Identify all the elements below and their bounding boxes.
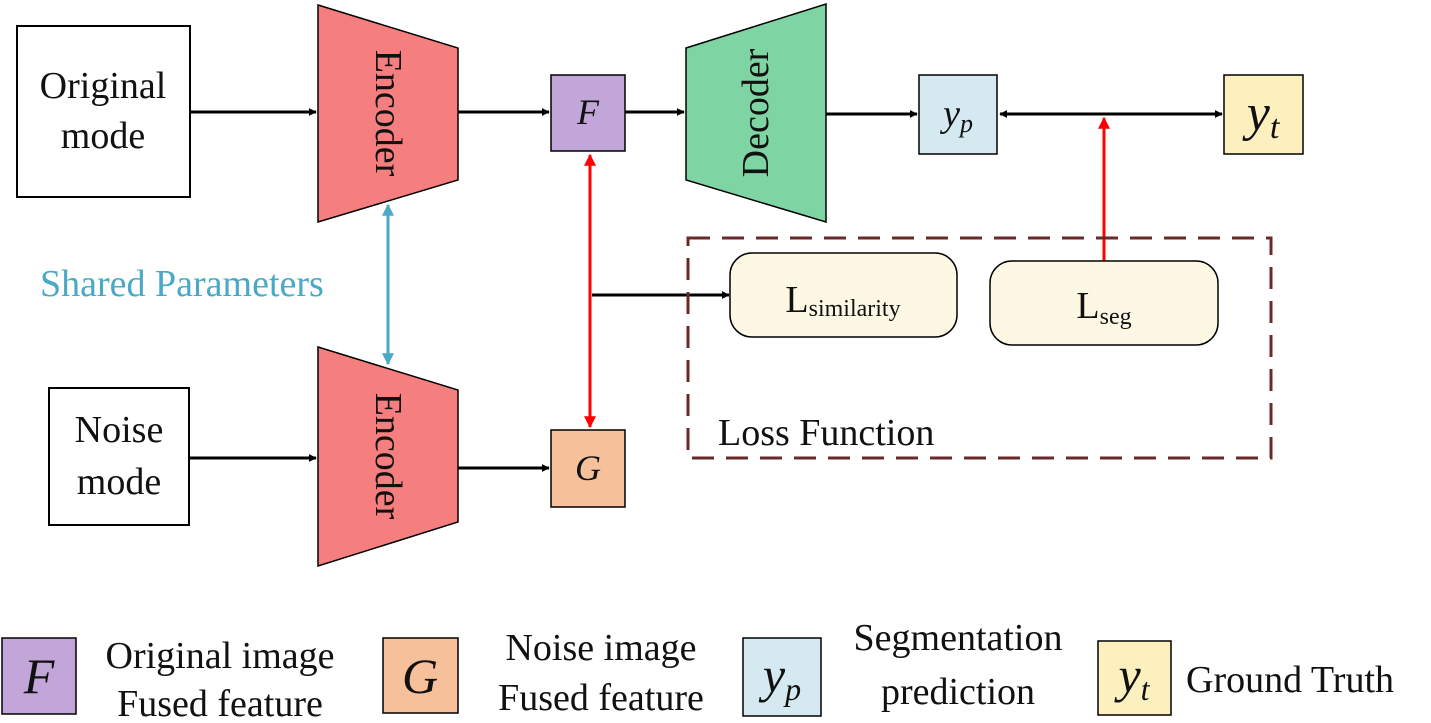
original-mode-label-line1: Original (40, 65, 167, 107)
legend-item-yt: yt Ground Truth (1097, 640, 1394, 716)
similarity-loss-box: Lsimilarity (729, 252, 958, 338)
loss-function-region: Loss Function Lsimilarity Lseg (686, 236, 1273, 460)
legend-F-line2: Fused feature (117, 683, 323, 723)
decoder: Decoder (685, 2, 827, 224)
loss-function-title: Loss Function (718, 412, 934, 454)
legend: F Original image Fused feature G Noise i… (1, 617, 1394, 723)
feature-F-label: F (576, 92, 600, 132)
legend-G-line2: Fused feature (498, 677, 704, 719)
original-mode-label-line2: mode (61, 115, 145, 157)
legend-F-line1: Original image (106, 635, 335, 677)
similarity-loss-label: Lsimilarity (785, 279, 900, 322)
original-mode-node: Original mode (16, 25, 191, 198)
legend-G-line1: Noise image (505, 627, 696, 669)
legend-F-symbol: F (23, 648, 55, 704)
legend-item-yp: yp Segmentation prediction (742, 617, 1063, 717)
noise-mode-label-line1: Noise (75, 409, 164, 451)
prediction-yp-node: yp (918, 74, 998, 155)
prediction-yp-label: yp (939, 93, 973, 138)
noise-mode-label-line2: mode (77, 461, 161, 503)
noise-mode-node: Noise mode (48, 387, 190, 526)
legend-item-F: F Original image Fused feature (1, 635, 335, 723)
feature-G-label: G (575, 448, 601, 488)
legend-yp-line2: prediction (881, 671, 1035, 713)
legend-yp-symbol: yp (758, 647, 801, 707)
ground-truth-yt-label: yt (1242, 85, 1281, 146)
legend-yp-line1: Segmentation (854, 617, 1063, 659)
feature-F-node: F (550, 74, 626, 152)
shared-parameters-label: Shared Parameters (40, 263, 324, 305)
ground-truth-yt-node: yt (1223, 74, 1304, 155)
encoder-bottom-label: Encoder (367, 393, 409, 520)
feature-G-node: G (550, 429, 626, 508)
legend-yt-line1: Ground Truth (1186, 659, 1394, 701)
segmentation-loss-box: Lseg (989, 260, 1219, 346)
legend-G-symbol: G (402, 648, 438, 704)
legend-item-G: G Noise image Fused feature (382, 627, 704, 719)
decoder-label: Decoder (735, 48, 777, 177)
encoder-bottom: Encoder (317, 345, 459, 568)
legend-yt-symbol: yt (1113, 647, 1150, 707)
encoder-top-label: Encoder (367, 50, 409, 177)
segmentation-loss-label: Lseg (1076, 285, 1131, 330)
encoder-top: Encoder (317, 3, 459, 224)
